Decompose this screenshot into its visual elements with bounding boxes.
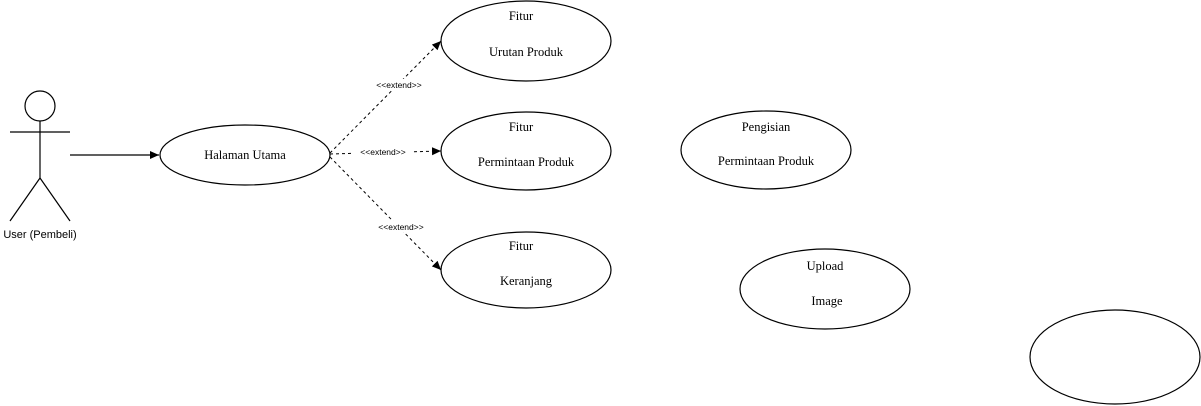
- use-case-halaman-utama[interactable]: Halaman Utama: [159, 124, 331, 186]
- use-case-fitur-keranjang[interactable]: Fitur Keranjang: [440, 231, 612, 309]
- extend-label-bg-2: [354, 146, 412, 157]
- use-case-empty[interactable]: [1029, 309, 1201, 405]
- use-case-fitur-urutan-produk[interactable]: Fitur Urutan Produk: [440, 0, 612, 82]
- extend-label-bg-3: [372, 221, 430, 232]
- extend-label-1: <<extend>>: [376, 80, 421, 90]
- use-case-label-line2: Image: [811, 294, 843, 308]
- actor-right-leg: [39, 177, 71, 222]
- extend-label-bg-1: [370, 79, 428, 90]
- use-case-fitur-permintaan-produk[interactable]: Fitur Permintaan Produk: [440, 111, 612, 191]
- use-case-label-line1: Fitur: [509, 239, 534, 253]
- extend-label-2: <<extend>>: [360, 147, 405, 157]
- use-case-label-line1: Upload: [807, 259, 845, 273]
- actor-left-leg: [9, 177, 41, 222]
- extend-arrow-urutan: [329, 40, 442, 154]
- use-case-label-line2: Permintaan Produk: [478, 155, 575, 169]
- use-case-label-line1: Pengisian: [742, 120, 791, 134]
- extend-relations: <<extend>> <<extend>> <<extend>>: [329, 40, 442, 271]
- actor-head: [24, 90, 56, 122]
- use-case-label-line2: Permintaan Produk: [718, 154, 815, 168]
- use-case-label-line1: Fitur: [509, 9, 534, 23]
- actor-user-pembeli: User (Pembeli): [3, 90, 77, 241]
- use-case-label-line2: Urutan Produk: [489, 45, 564, 59]
- use-case-upload-image[interactable]: Upload Image: [739, 248, 911, 330]
- actor-label: User (Pembeli): [3, 229, 76, 241]
- use-case-label-line1: Fitur: [509, 120, 534, 134]
- use-case-label-line2: Keranjang: [500, 274, 553, 288]
- extend-label-3: <<extend>>: [378, 222, 423, 232]
- use-case-pengisian-permintaan-produk[interactable]: Pengisian Permintaan Produk: [680, 110, 852, 190]
- extend-arrow-keranjang: [329, 156, 442, 271]
- use-case-label: Halaman Utama: [204, 148, 286, 162]
